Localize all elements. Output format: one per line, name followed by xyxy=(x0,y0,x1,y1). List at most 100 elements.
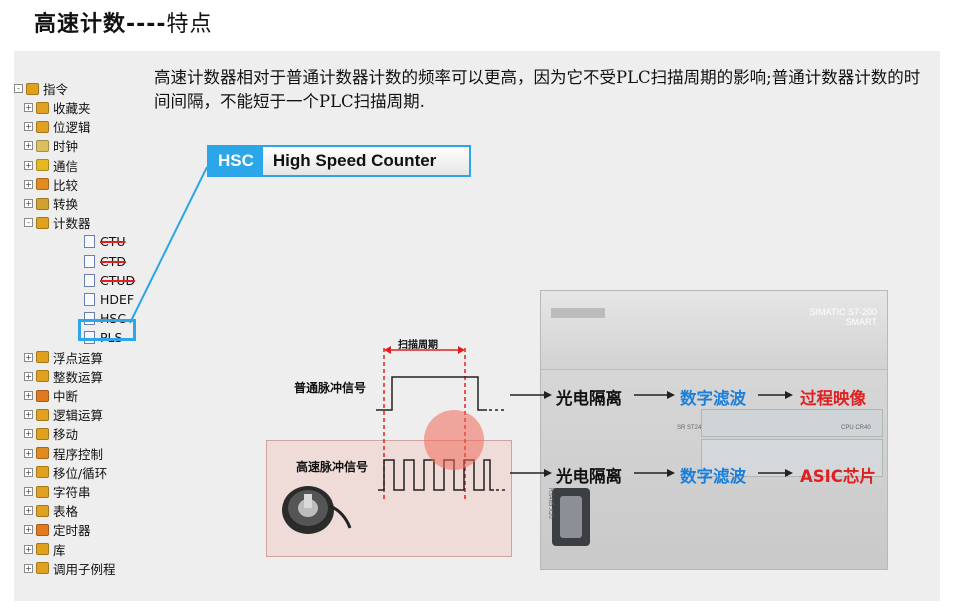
expand-icon[interactable]: + xyxy=(24,487,33,496)
expand-icon[interactable]: + xyxy=(24,506,33,516)
tree-item-label: 程序控制 xyxy=(53,446,104,462)
plc-cpu-left-label: SR ST24 xyxy=(677,425,702,431)
plc-cpu-right-label: CPU CR40 xyxy=(841,425,871,431)
tree-leaf-label: HDEF xyxy=(100,292,135,307)
expand-icon[interactable]: + xyxy=(24,410,33,420)
tree-item[interactable]: + 比较 xyxy=(24,176,78,193)
instruction-icon xyxy=(84,331,95,345)
scan-period-label: 扫描周期 xyxy=(398,340,438,351)
tree-item[interactable]: +定时器 xyxy=(24,521,91,538)
expand-icon[interactable]: + xyxy=(24,103,33,112)
expand-icon[interactable]: + xyxy=(24,371,33,381)
tree-leaf[interactable]: HDEF xyxy=(84,291,134,308)
tree-item[interactable]: + 浮点运算 xyxy=(24,349,103,366)
tree-item[interactable]: + 程序控制 xyxy=(24,445,103,462)
tree-item[interactable]: +表格 xyxy=(24,502,78,519)
filter-label-2: 数字滤波 xyxy=(680,467,746,486)
title-sub: 特点 xyxy=(166,12,213,37)
expand-icon[interactable]: + xyxy=(24,448,33,458)
tree-leaf[interactable]: HSC xyxy=(84,310,126,327)
tree-leaf[interactable]: CTD xyxy=(84,253,126,270)
tree-item[interactable]: +移动 xyxy=(24,425,78,442)
plc-model-line2: SMART xyxy=(845,317,877,327)
expand-icon[interactable]: + xyxy=(24,160,33,170)
tree-item-label: 浮点运算 xyxy=(53,350,104,366)
folder-icon xyxy=(36,408,49,421)
highlight-circle xyxy=(424,410,484,470)
tree-item[interactable]: +库 xyxy=(24,541,66,558)
folder-icon xyxy=(36,139,49,152)
collapse-icon[interactable]: - xyxy=(14,84,23,93)
folder-icon xyxy=(36,120,49,133)
expand-icon[interactable]: + xyxy=(24,179,33,189)
tree-item[interactable]: +逻辑运算 xyxy=(24,406,103,423)
plc-device-image: SIMATIC S7-200 SMART SR ST24 CPU CR40 xyxy=(540,290,888,570)
folder-icon xyxy=(26,82,39,95)
folder-icon xyxy=(36,101,49,114)
tree-item[interactable]: + 位逻辑 xyxy=(24,118,91,135)
tree-item-label: 库 xyxy=(53,542,66,558)
tree-item[interactable]: +中断 xyxy=(24,387,78,404)
folder-icon xyxy=(36,485,49,498)
expand-icon[interactable]: + xyxy=(24,352,33,362)
folder-icon xyxy=(36,427,49,440)
folder-icon xyxy=(36,523,49,536)
tree-item[interactable]: +时钟 xyxy=(24,137,78,154)
tree-leaf-label: CTD xyxy=(100,253,126,269)
tree-item-label: 转换 xyxy=(53,197,79,212)
tree-item[interactable]: + 整数运算 xyxy=(24,368,103,385)
expand-icon[interactable]: + xyxy=(24,122,33,132)
tree-item[interactable]: + 移位/循环 xyxy=(24,464,107,481)
plc-model-label: SIMATIC S7-200 SMART xyxy=(810,307,877,327)
db9-connector xyxy=(552,488,590,546)
expand-icon[interactable]: + xyxy=(24,141,33,151)
description-text: 高速计数器相对于普通计数器计数的频率可以更高，因为它不受PLC扫描周期的影响;普… xyxy=(154,68,921,111)
folder-icon xyxy=(36,370,49,383)
expand-icon[interactable]: + xyxy=(24,563,33,573)
tree-item-label: 移位/循环 xyxy=(53,465,108,481)
tree-leaf[interactable]: CTUD xyxy=(84,272,135,289)
folder-icon xyxy=(36,389,49,402)
tree-item-label: 收藏夹 xyxy=(53,101,91,116)
tree-root-label: 指令 xyxy=(43,82,69,97)
tree-item-label: 比较 xyxy=(53,177,79,193)
folder-icon xyxy=(36,562,49,575)
instruction-icon xyxy=(84,235,95,249)
folder-icon xyxy=(36,466,49,479)
tree-leaf[interactable]: CTU xyxy=(84,233,126,250)
tree-item[interactable]: + 收藏夹 xyxy=(24,99,91,116)
tree-leaf-label: PLS xyxy=(100,330,123,346)
normal-signal-label: 普通脉冲信号 xyxy=(294,381,367,395)
expand-icon[interactable]: + xyxy=(24,199,33,208)
title-main: 高速计数---- xyxy=(34,12,167,37)
tree-item-label: 位逻辑 xyxy=(53,120,91,136)
instruction-icon xyxy=(84,273,95,287)
tree-item[interactable]: + 字符串 xyxy=(24,483,91,500)
instruction-icon xyxy=(84,312,95,326)
tree-item[interactable]: -计数器 xyxy=(24,214,91,231)
tree-item[interactable]: +通信 xyxy=(24,157,78,174)
tree-leaf-label: CTU xyxy=(100,234,126,250)
filter-label-1: 数字滤波 xyxy=(680,389,746,408)
tree-leaf[interactable]: PLS xyxy=(84,329,122,346)
expand-icon[interactable]: + xyxy=(24,391,33,400)
expand-icon[interactable]: + xyxy=(24,429,33,439)
expand-icon[interactable]: + xyxy=(24,544,33,554)
collapse-icon[interactable]: - xyxy=(24,218,33,228)
instruction-icon xyxy=(84,293,95,306)
tree-root[interactable]: - 指令 xyxy=(14,80,68,97)
tree-item-label: 字符串 xyxy=(53,485,91,500)
folder-icon xyxy=(36,178,49,191)
hsc-leader-line xyxy=(129,166,208,324)
expand-icon[interactable]: + xyxy=(24,467,33,477)
folder-icon xyxy=(36,543,49,556)
tree-item-label: 整数运算 xyxy=(53,369,104,385)
plc-model-line1: SIMATIC S7-200 xyxy=(809,307,877,317)
tree-item[interactable]: + 转换 xyxy=(24,195,78,212)
tree-leaf-label: HSC xyxy=(100,311,127,327)
tree-item[interactable]: +调用子例程 xyxy=(24,560,116,577)
folder-icon xyxy=(36,504,49,517)
isolation-label-1: 光电隔离 xyxy=(556,389,622,408)
expand-icon[interactable]: + xyxy=(24,525,33,535)
